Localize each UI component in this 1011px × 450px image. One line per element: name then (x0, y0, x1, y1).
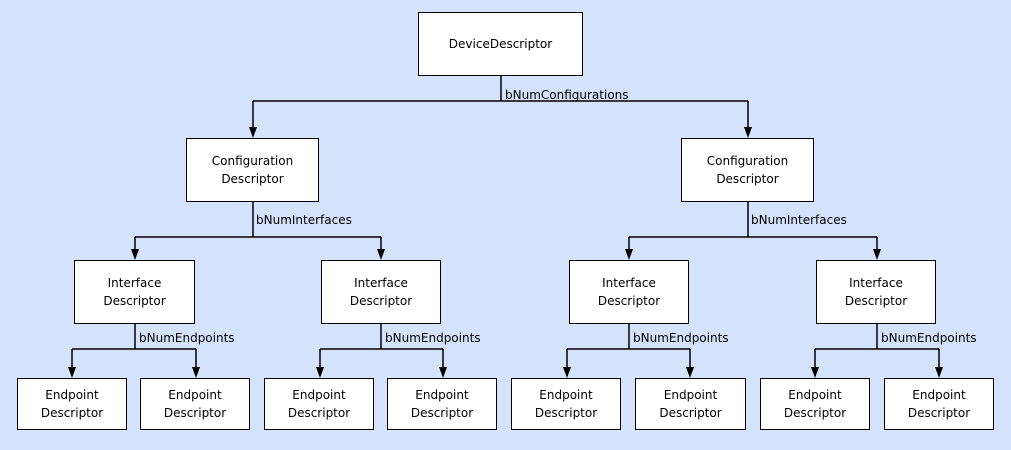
edge-label-endpoints: bNumEndpoints (633, 331, 729, 345)
interface-descriptor-box: Interface Descriptor (74, 260, 195, 324)
arrow-head (377, 249, 385, 260)
endpoint-descriptor-box: Endpoint Descriptor (635, 378, 746, 430)
edge-label-interfaces: bNumInterfaces (256, 213, 352, 227)
arrow-head (811, 367, 819, 378)
arrow-head (686, 367, 694, 378)
arrow-head (192, 367, 200, 378)
configuration-descriptor-box: Configuration Descriptor (186, 138, 319, 202)
endpoint-descriptor-box: Endpoint Descriptor (511, 378, 621, 430)
arrow-head (316, 367, 324, 378)
interface-descriptor-box: Interface Descriptor (569, 260, 689, 324)
interface-descriptor-box: Interface Descriptor (321, 260, 441, 324)
arrow-head (873, 249, 881, 260)
edge-label-configurations: bNumConfigurations (505, 88, 629, 102)
arrow-head (249, 127, 257, 138)
arrow-head (744, 127, 752, 138)
endpoint-descriptor-box: Endpoint Descriptor (884, 378, 994, 430)
edge-label-endpoints: bNumEndpoints (881, 331, 977, 345)
endpoint-descriptor-box: Endpoint Descriptor (140, 378, 250, 430)
arrow-head (935, 367, 943, 378)
device-descriptor-box: DeviceDescriptor (418, 12, 583, 76)
arrow-head (131, 249, 139, 260)
endpoint-descriptor-box: Endpoint Descriptor (760, 378, 870, 430)
interface-descriptor-box: Interface Descriptor (816, 260, 936, 324)
edge-label-interfaces: bNumInterfaces (751, 213, 847, 227)
arrow-head (563, 367, 571, 378)
endpoint-descriptor-box: Endpoint Descriptor (387, 378, 497, 430)
arrow-head (439, 367, 447, 378)
edge-label-endpoints: bNumEndpoints (139, 331, 235, 345)
endpoint-descriptor-box: Endpoint Descriptor (264, 378, 374, 430)
endpoint-descriptor-box: Endpoint Descriptor (17, 378, 127, 430)
edge-label-endpoints: bNumEndpoints (385, 331, 481, 345)
arrow-head (625, 249, 633, 260)
arrow-head (68, 367, 76, 378)
configuration-descriptor-box: Configuration Descriptor (681, 138, 814, 202)
